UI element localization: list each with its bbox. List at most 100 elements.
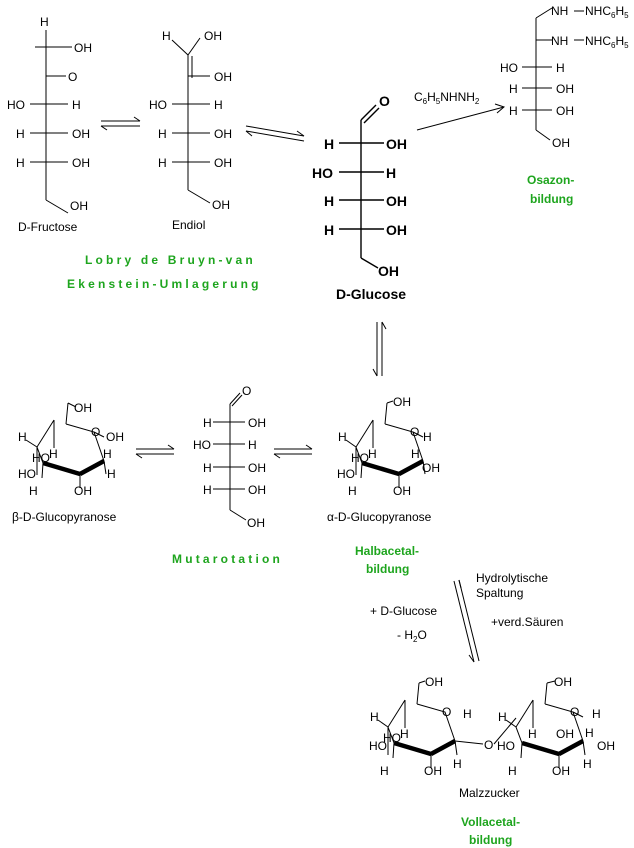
lobry-label: Ekenstein-Umlagerung (67, 277, 262, 291)
d-glucose-structure: O H OH HO H H OH H OH OH D-Glucose (312, 93, 407, 302)
osazone-phenyl-group: NHC6H5 (585, 4, 629, 20)
vollacetal-label: bildung (469, 833, 512, 847)
beta-atom: HO (32, 451, 50, 465)
maltose-atom: H (463, 707, 472, 721)
open-atom: HO (193, 438, 211, 452)
fructose-atom: H (16, 156, 25, 170)
glucose-atom: O (379, 93, 390, 109)
acids-label: +verd.Säuren (491, 615, 563, 629)
open-atom: O (242, 384, 251, 398)
beta-atom: OH (74, 484, 92, 498)
endiol-atom: H (158, 127, 167, 141)
osazone-atom: OH (556, 104, 574, 118)
maltose-atom: H (508, 764, 517, 778)
osazone-structure: NH NHC6H5 NH NHC6H5 HO H H OH H OH OH Os… (500, 4, 629, 206)
maltose-atom: H (528, 727, 537, 741)
beta-atom: OH (74, 401, 92, 415)
glucose-atom: OH (386, 136, 407, 152)
fructose-atom: O (68, 70, 77, 84)
alpha-atom: H (411, 447, 420, 461)
open-atom: OH (248, 461, 266, 475)
alpha-caption: α-D-Glucopyranose (327, 510, 432, 524)
open-chain-glucose-structure: O H OH HO H H OH H OH OH (193, 384, 266, 530)
osazone-nh-label: NH (551, 34, 568, 48)
open-atom: H (248, 438, 257, 452)
osazone-atom: H (509, 104, 518, 118)
glucose-atom: OH (378, 263, 399, 279)
maltose-atom: H (400, 727, 409, 741)
endiol-atom: OH (204, 29, 222, 43)
beta-caption: β-D-Glucopyranose (12, 510, 117, 524)
osazone-atom: H (556, 61, 565, 75)
mutarotation-label: Mutarotation (172, 552, 283, 566)
beta-atom: OH (106, 430, 124, 444)
alpha-glucopyranose-structure: OH H O H H HO HO H OH H OH α-D-Glucopyra… (327, 395, 440, 524)
endiol-atom: OH (214, 127, 232, 141)
alpha-atom: H (423, 430, 432, 444)
endiol-atom: H (214, 98, 223, 112)
beta-atom: H (103, 447, 112, 461)
alpha-atom: HO (337, 467, 355, 481)
maltose-atom: OH (425, 675, 443, 689)
maltose-caption: Malzzucker (459, 786, 520, 800)
glucose-atom: H (324, 222, 334, 238)
maltose-atom: OH (552, 764, 570, 778)
equilibrium-arrow-glucose-alpha (372, 321, 387, 377)
equilibrium-arrow-alpha-maltose (453, 579, 480, 663)
maltose-atom: OH (597, 739, 615, 753)
glucose-atom: H (324, 193, 334, 209)
d-fructose-structure: H OH O HO H H OH H OH OH D-Fructose (7, 15, 92, 234)
alpha-atom: OH (393, 484, 411, 498)
fructose-atom: OH (72, 127, 90, 141)
hydrolysis-label: Spaltung (476, 586, 523, 600)
maltose-structure: OH H O H H HO HO H OH H O OH H O H H OH … (369, 675, 615, 847)
alpha-atom: HO (351, 451, 369, 465)
open-atom: H (203, 461, 212, 475)
maltose-atom: H (370, 710, 379, 724)
glucose-atom: HO (312, 165, 333, 181)
maltose-atom: OH (554, 675, 572, 689)
alpha-atom: H (348, 484, 357, 498)
equilibrium-arrow-endiol-glucose (245, 125, 305, 142)
open-atom: OH (248, 483, 266, 497)
beta-atom: O (91, 425, 100, 439)
fructose-atom: H (40, 15, 49, 29)
osazone-atom: H (509, 82, 518, 96)
osazone-phenyl-group: NHC6H5 (585, 34, 629, 50)
endiol-caption: Endiol (172, 218, 205, 232)
open-atom: H (203, 483, 212, 497)
endiol-atom: OH (212, 198, 230, 212)
equilibrium-arrow-beta-open (135, 444, 175, 459)
alpha-atom: O (410, 425, 419, 439)
osazone-label: bildung (530, 192, 573, 206)
endiol-structure: H OH OH HO H H OH H OH OH Endiol (149, 29, 232, 232)
maltose-atom: H (585, 726, 594, 740)
beta-glucopyranose-structure: OH H O OH H HO HO H H OH H β-D-Glucopyra… (12, 401, 124, 524)
osazone-atom: OH (552, 136, 570, 150)
glucose-atom: OH (386, 222, 407, 238)
maltose-atom: HO (497, 739, 515, 753)
open-atom: H (203, 416, 212, 430)
glucose-atom: H (324, 136, 334, 152)
maltose-atom: H (498, 710, 507, 724)
maltose-atom: HO (369, 739, 387, 753)
open-atom: OH (248, 416, 266, 430)
maltose-atom: O (484, 738, 493, 752)
beta-atom: H (18, 430, 27, 444)
endiol-atom: H (162, 29, 171, 43)
fructose-atom: HO (7, 98, 25, 112)
endiol-atom: HO (149, 98, 167, 112)
fructose-atom: OH (70, 199, 88, 213)
equilibrium-arrow-open-alpha (273, 444, 313, 459)
alpha-atom: H (338, 430, 347, 444)
glucose-atom: OH (386, 193, 407, 209)
minus-water-label: - H2O (397, 628, 427, 644)
lobry-label: Lobry de Bruyn-van (85, 253, 256, 267)
open-atom: OH (247, 516, 265, 530)
alpha-atom: H (368, 447, 377, 461)
beta-atom: HO (18, 467, 36, 481)
alpha-atom: OH (422, 461, 440, 475)
alpha-atom: OH (393, 395, 411, 409)
osazone-atom: HO (500, 61, 518, 75)
vollacetal-label: Vollacetal- (461, 815, 520, 829)
